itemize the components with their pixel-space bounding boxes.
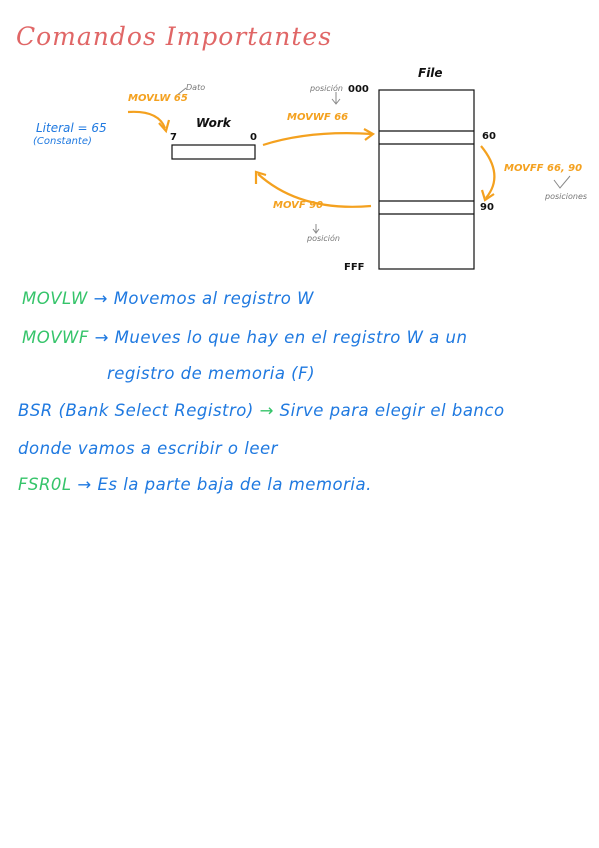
arrow-icon: → [94,328,109,347]
movf-label: MOVF 90 [273,200,324,211]
address-90: 90 [480,202,494,213]
posiciones-pointer [553,175,571,189]
movf-arrowhead [254,170,267,184]
movlw-label: MOVLW 65 [128,93,188,104]
posicion-top-pointer [331,92,341,105]
movwf-arrowhead [363,128,376,141]
work-bit-0: 0 [250,132,257,143]
movwf-label: MOVWF 66 [287,112,349,123]
arrow-icon: → [93,289,108,308]
movlw-arrowhead [158,119,171,134]
address-000: 000 [348,84,369,95]
movwf-arrow [262,132,373,147]
address-60: 60 [482,131,496,142]
note-movwf: MOVWF → Mueves lo que hay en el registro… [22,328,468,347]
posicion-bottom-pointer [312,224,320,234]
note-movwf-cont: registro de memoria (F) [107,364,316,383]
address-fff: FFF [344,262,365,273]
posiciones-note: posiciones [545,192,588,201]
posicion-top-note: posición [310,84,343,93]
dato-pointer [175,87,187,97]
dato-note: Dato [186,83,206,92]
note-bsr: BSR (Bank Select Registro) → Sirve para … [18,401,505,420]
note-movlw: MOVLW → Movemos al registro W [22,289,314,308]
work-register-box [171,144,256,160]
work-label: Work [196,116,231,130]
movff-arrowhead [480,189,495,202]
file-label: File [418,66,443,80]
literal-label: Literal = 65 [36,121,107,135]
arrow-icon: → [77,475,92,494]
movff-arrow [480,145,496,199]
file-memory-block [378,89,475,270]
page-title: Comandos Importantes [16,22,333,51]
work-bit-7: 7 [170,132,177,143]
constante-label: (Constante) [33,136,92,147]
posicion-bottom-note: posición [307,234,340,243]
movlw-arrow [127,110,167,129]
movff-label: MOVFF 66, 90 [504,163,583,174]
arrow-icon: → [259,401,274,420]
note-fsr0l: FSR0L → Es la parte baja de la memoria. [18,475,372,494]
movf-arrow [257,173,372,208]
note-bsr-cont: donde vamos a escribir o leer [18,439,278,458]
